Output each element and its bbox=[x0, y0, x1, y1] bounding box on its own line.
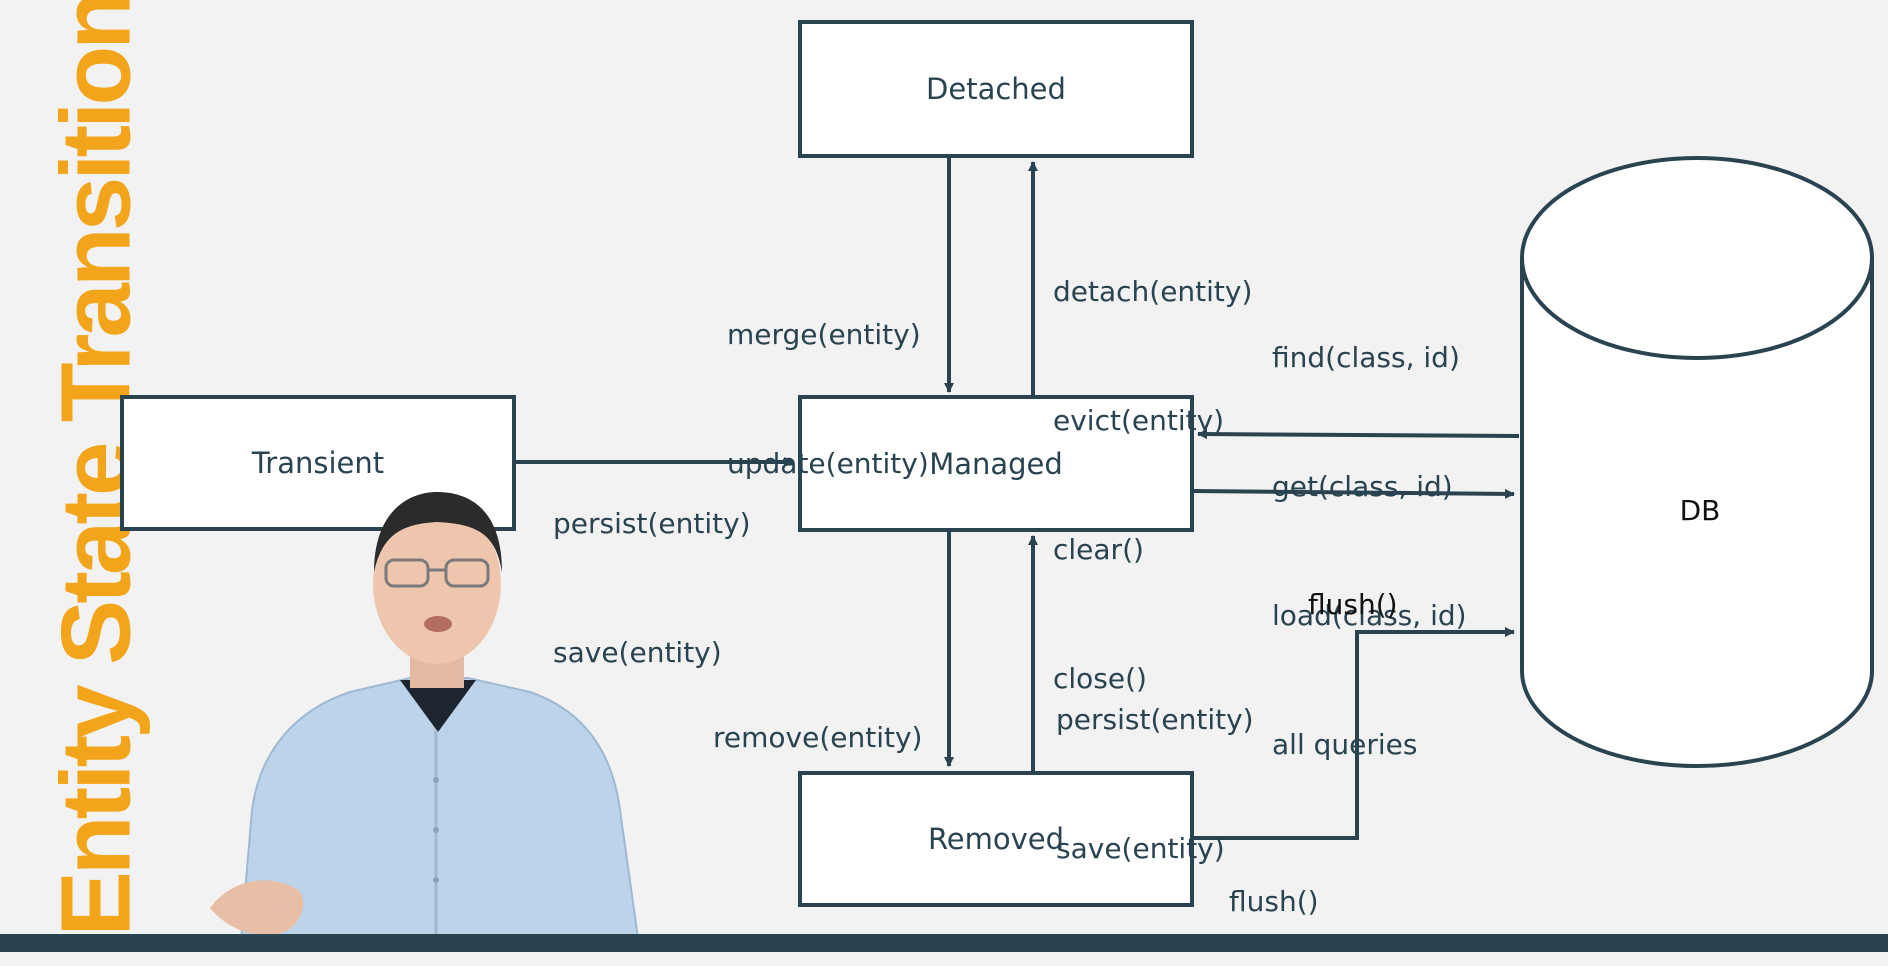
arrow-managed-to-db-flush bbox=[1192, 488, 1515, 499]
find-label: find(class, id) bbox=[1272, 341, 1460, 374]
label-remove: remove(entity) bbox=[713, 630, 922, 802]
state-db-label: DB bbox=[1679, 494, 1721, 527]
state-transient-label: Transient bbox=[251, 446, 385, 480]
persist-label: persist(entity) bbox=[553, 507, 751, 540]
presenter-video bbox=[210, 492, 642, 952]
state-detached: Detached bbox=[798, 20, 1194, 158]
save-label: save(entity) bbox=[553, 636, 722, 669]
merge-label: merge(entity) bbox=[727, 318, 921, 351]
state-removed-label: Removed bbox=[927, 822, 1065, 856]
flush-label: flush() bbox=[1308, 588, 1398, 621]
label-merge: merge(entity) update(entity) bbox=[727, 227, 929, 528]
update-label: update(entity) bbox=[727, 447, 929, 480]
state-managed-label: Managed bbox=[929, 446, 1063, 481]
label-flush-removed: flush() bbox=[1229, 794, 1319, 966]
bottom-bar bbox=[0, 934, 1888, 952]
persist-label: persist(entity) bbox=[1056, 703, 1254, 736]
remove-label: remove(entity) bbox=[713, 721, 923, 754]
evict-label: evict(entity) bbox=[1053, 404, 1225, 437]
label-detach: detach(entity) evict(entity) clear() clo… bbox=[1053, 184, 1252, 743]
label-flush-managed: flush() bbox=[1308, 497, 1398, 669]
detach-label: detach(entity) bbox=[1053, 275, 1253, 308]
state-managed: Managed bbox=[798, 395, 1194, 532]
label-persist-transient: persist(entity) save(entity) bbox=[553, 416, 751, 717]
label-persist-removed: persist(entity) save(entity) bbox=[1056, 612, 1254, 913]
save-label: save(entity) bbox=[1056, 832, 1225, 865]
all-queries-label: all queries bbox=[1272, 728, 1418, 761]
close-label: close() bbox=[1053, 662, 1147, 695]
db-cylinder bbox=[1520, 156, 1874, 768]
arrow-db-to-managed bbox=[1197, 429, 1520, 440]
get-label: get(class, id) bbox=[1272, 470, 1453, 503]
flush-label: flush() bbox=[1229, 885, 1319, 918]
clear-label: clear() bbox=[1053, 533, 1144, 566]
load-label: load(class, id) bbox=[1272, 599, 1467, 632]
state-detached-label: Detached bbox=[926, 72, 1066, 106]
state-removed: Removed bbox=[798, 771, 1194, 907]
label-find: find(class, id) get(class, id) load(clas… bbox=[1272, 250, 1467, 809]
arrow-removed-to-db-flush bbox=[1193, 627, 1515, 840]
